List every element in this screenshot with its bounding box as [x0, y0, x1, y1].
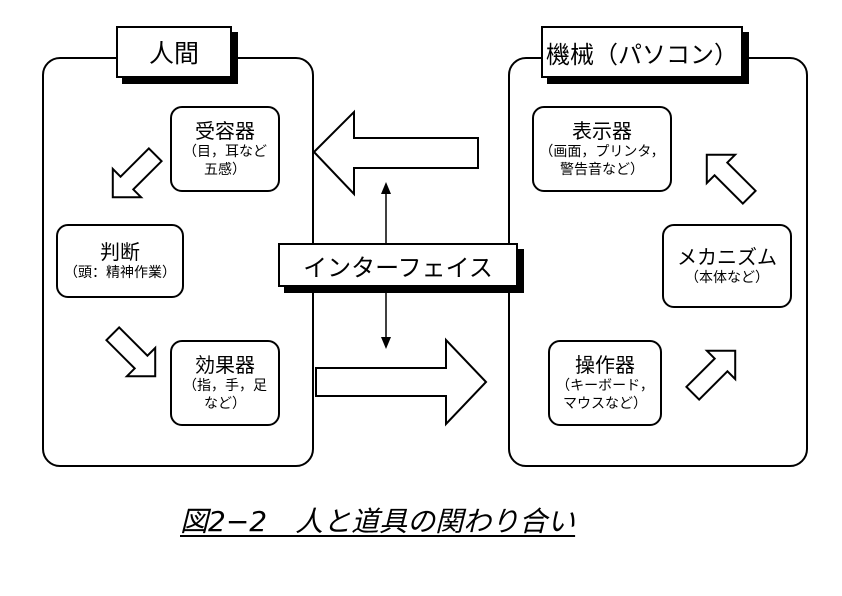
receptor-box: 受容器 （目，耳など 五感）	[170, 106, 280, 192]
interface-label: インターフェイス	[303, 253, 493, 282]
mechanism-detail: （本体など）	[685, 270, 769, 286]
judgment-box: 判断 （頭：精神作業）	[56, 224, 184, 298]
connector-up-arrowhead	[381, 182, 391, 194]
operator-box: 操作器 （キーボード， マウスなど）	[548, 340, 662, 426]
receptor-detail-1: （目，耳など	[183, 144, 267, 160]
effector-name: 効果器	[195, 353, 255, 377]
operator-to-mechanism-arrow	[685, 349, 737, 401]
effector-box: 効果器 （指，手，足 など）	[170, 340, 280, 426]
judgment-name: 判断	[100, 240, 140, 264]
mechanism-to-display-arrow	[705, 153, 757, 205]
display-detail-1: （画面，プリンタ，	[539, 144, 665, 160]
judgment-to-effector-arrow	[105, 326, 157, 378]
human-title: 人間	[116, 26, 232, 78]
machine-title: 機械（パソコン）	[541, 26, 743, 78]
operator-detail-1: （キーボード，	[556, 378, 654, 394]
receptor-to-judgment-arrow	[111, 147, 163, 199]
mechanism-box: メカニズム （本体など）	[662, 224, 792, 308]
receptor-name: 受容器	[195, 119, 255, 143]
human-title-text: 人間	[148, 39, 199, 68]
machine-title-text: 機械（パソコン）	[546, 40, 738, 69]
effector-detail-2: など）	[204, 396, 246, 412]
mechanism-name: メカニズム	[677, 245, 777, 269]
feedback-arrow-left	[312, 109, 479, 197]
figure-caption: 図2−2 人と道具の関わり合い	[180, 505, 576, 538]
effector-detail-1: （指，手，足	[183, 378, 267, 394]
connector-down-arrowhead	[381, 337, 391, 349]
operator-detail-2: マウスなど）	[563, 396, 647, 412]
display-name: 表示器	[572, 119, 632, 143]
display-box: 表示器 （画面，プリンタ， 警告音など）	[532, 106, 672, 192]
input-arrow-right	[315, 337, 488, 427]
operator-name: 操作器	[575, 353, 635, 377]
display-detail-2: 警告音など）	[560, 162, 644, 178]
judgment-detail: （頭：精神作業）	[64, 265, 176, 281]
interface-label-box: インターフェイス	[278, 243, 518, 287]
receptor-detail-2: 五感）	[204, 162, 246, 178]
